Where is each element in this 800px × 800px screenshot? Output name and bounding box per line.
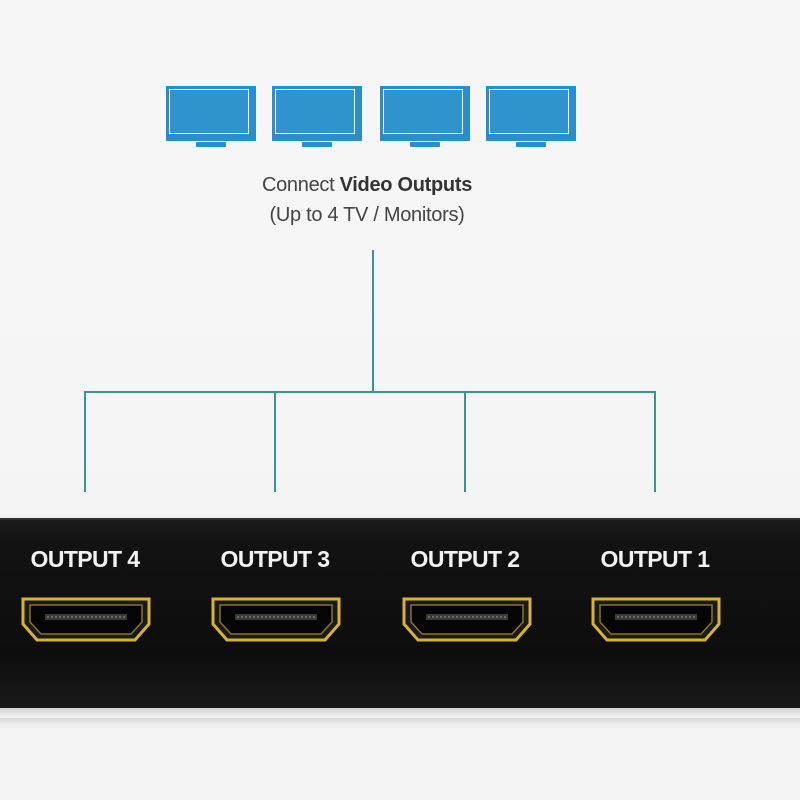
hdmi-port-output-4-icon (21, 596, 151, 642)
hdmi-port-output-3-icon (211, 596, 341, 642)
port-label-output-4: OUTPUT 4 (30, 546, 141, 572)
port-label-output-1: OUTPUT 1 (600, 546, 711, 572)
monitor-screen (275, 89, 355, 134)
wire-drop-output-4 (84, 391, 86, 492)
monitor-1-icon (166, 86, 256, 148)
monitor-screen (489, 89, 569, 134)
wire-drop-output-1 (654, 391, 656, 492)
caption: Connect Video Outputs (Up to 4 TV / Moni… (0, 170, 734, 230)
port-label-output-3: OUTPUT 3 (220, 546, 331, 572)
wire-drop-output-3 (274, 391, 276, 492)
wire-drop-output-2 (464, 391, 466, 492)
caption-line-2: (Up to 4 TV / Monitors) (269, 204, 465, 226)
monitor-stand (302, 142, 332, 147)
monitor-stand (516, 142, 546, 147)
wire-trunk (372, 250, 374, 392)
wire-bus (84, 391, 656, 393)
caption-line-1: Connect Video Outputs (0, 170, 734, 200)
hdmi-port-output-1-icon (591, 596, 721, 642)
monitor-2-icon (272, 86, 362, 148)
monitor-stand (196, 142, 226, 147)
caption-bold: Video Outputs (339, 174, 473, 196)
hdmi-port-output-2-icon (402, 596, 532, 642)
monitor-screen (169, 89, 249, 134)
monitor-3-icon (380, 86, 470, 148)
caption-prefix: Connect (261, 174, 335, 196)
monitor-screen (383, 89, 463, 134)
monitor-stand (410, 142, 440, 147)
monitor-4-icon (486, 86, 576, 148)
port-label-output-2: OUTPUT 2 (410, 546, 521, 572)
device-shadow (0, 708, 800, 718)
